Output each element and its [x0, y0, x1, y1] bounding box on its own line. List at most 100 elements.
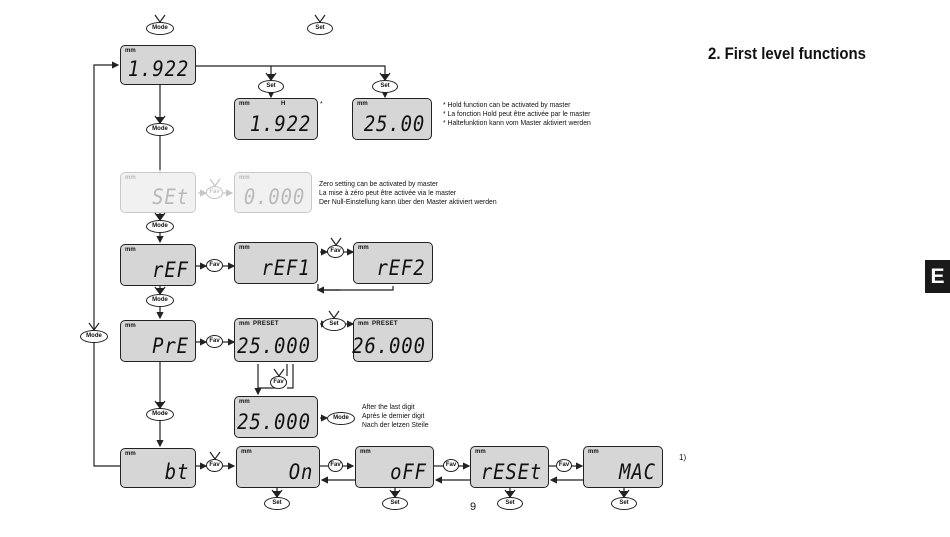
display-value: On	[288, 460, 313, 484]
display-value: MAC	[619, 460, 656, 484]
unit-label: mm	[475, 449, 486, 455]
display-value: rEF1	[261, 256, 311, 280]
unit-label: mm	[125, 175, 136, 181]
unit-label: mm	[360, 449, 371, 455]
press-icon	[273, 368, 284, 378]
unit-label: mm	[358, 321, 369, 327]
mode-button[interactable]: Mode	[146, 212, 174, 233]
preset-label: PRESET	[253, 321, 279, 327]
mode-button[interactable]: Mode	[146, 286, 174, 307]
fav-button[interactable]: Fav	[206, 178, 223, 199]
display-preset-next: mm PRESET 26.000	[352, 318, 433, 362]
preset-label: PRESET	[372, 321, 398, 327]
press-icon	[328, 310, 340, 320]
mode-button[interactable]: Mode	[146, 14, 174, 35]
unit-label: mm	[125, 247, 136, 253]
set-button[interactable]: Set	[258, 72, 284, 93]
display-value: bt	[164, 460, 189, 484]
press-icon	[154, 286, 166, 296]
press-icon	[271, 489, 283, 499]
fav-button[interactable]: Fav	[206, 259, 223, 272]
unit-label: mm	[239, 175, 250, 181]
unit-label: mm	[358, 245, 369, 251]
display-zero: mm 0.000	[234, 172, 312, 213]
display-ref: mm rEF	[120, 244, 196, 286]
set-button[interactable]: Set	[497, 489, 523, 510]
fav-button[interactable]: Fav	[328, 459, 343, 472]
mode-button[interactable]: Mode	[146, 115, 174, 136]
set-button[interactable]: Set	[372, 72, 398, 93]
fav-button[interactable]: Fav	[206, 451, 223, 472]
set-button[interactable]: Set	[322, 310, 346, 331]
display-main: mm 1.922	[120, 45, 196, 85]
display-value: rEF2	[376, 256, 426, 280]
display-bt: mm bt	[120, 448, 196, 488]
unit-label: mm	[125, 48, 136, 54]
unit-label: mm	[125, 451, 136, 457]
footnote-mark: 1)	[679, 453, 687, 462]
hold-flag: H	[281, 101, 286, 107]
zero-note: Zero setting can be activated by master …	[319, 179, 497, 206]
display-value: 25.00	[363, 112, 425, 136]
display-preset-edit: mm PRESET 25.000	[234, 318, 318, 362]
display-reset: mm rESEt	[470, 446, 549, 488]
section-tab: E	[925, 260, 950, 293]
set-button[interactable]: Set	[307, 14, 333, 35]
unit-label: mm	[239, 399, 250, 405]
mode-button[interactable]: Mode	[146, 400, 174, 421]
press-icon	[154, 400, 166, 410]
fav-button[interactable]: Fav	[270, 368, 287, 389]
press-icon	[379, 72, 391, 82]
display-value: oFF	[390, 460, 427, 484]
press-icon	[618, 489, 630, 499]
display-value: 25.000	[237, 410, 311, 434]
press-icon	[314, 14, 326, 24]
page-title: 2. First level functions	[708, 44, 866, 63]
fav-button[interactable]: Fav	[556, 459, 572, 472]
press-icon	[265, 72, 277, 82]
display-value: rEF	[152, 258, 189, 282]
display-off: mm oFF	[355, 446, 434, 488]
fav-button[interactable]: Fav	[206, 335, 223, 348]
press-icon	[209, 451, 220, 461]
press-icon	[330, 237, 341, 247]
display-value: 0.000	[243, 185, 305, 209]
set-button[interactable]: Set	[611, 489, 637, 510]
display-ref2: mm rEF2	[353, 242, 433, 284]
display-pre: mm PrE	[120, 320, 196, 362]
press-icon	[154, 14, 166, 24]
unit-label: mm	[239, 245, 250, 251]
unit-label: mm	[239, 101, 250, 107]
press-icon	[154, 212, 166, 222]
press-icon	[504, 489, 516, 499]
display-value: PrE	[152, 334, 189, 358]
fav-button[interactable]: Fav	[327, 237, 344, 258]
display-hold-set: mm 25.00	[352, 98, 432, 140]
mode-button[interactable]: Mode	[327, 412, 355, 425]
unit-label: mm	[588, 449, 599, 455]
page-number: 9	[470, 501, 477, 513]
fav-button[interactable]: Fav	[443, 459, 459, 472]
unit-label: mm	[241, 449, 252, 455]
display-ref1: mm rEF1	[234, 242, 318, 284]
display-value: 1.922	[249, 112, 311, 136]
unit-label: mm	[239, 321, 250, 327]
set-button[interactable]: Set	[382, 489, 408, 510]
display-hold: mm H 1.922	[234, 98, 318, 140]
display-set-mode: mm SEt	[120, 172, 196, 213]
display-value: rESEt	[480, 460, 542, 484]
hold-mark: *	[320, 99, 323, 108]
unit-label: mm	[125, 323, 136, 329]
press-icon	[389, 489, 401, 499]
display-value: 1.922	[127, 57, 189, 81]
display-value: 25.000	[237, 334, 311, 358]
set-button[interactable]: Set	[264, 489, 290, 510]
hold-note: * Hold function can be activated by mast…	[443, 100, 591, 127]
display-preset-last: mm 25.000	[234, 396, 318, 438]
display-on: mm On	[236, 446, 320, 488]
display-mac: mm MAC	[583, 446, 663, 488]
press-icon	[154, 115, 166, 125]
mode-button[interactable]: Mode	[80, 322, 108, 343]
display-value: SEt	[152, 185, 189, 209]
unit-label: mm	[357, 101, 368, 107]
